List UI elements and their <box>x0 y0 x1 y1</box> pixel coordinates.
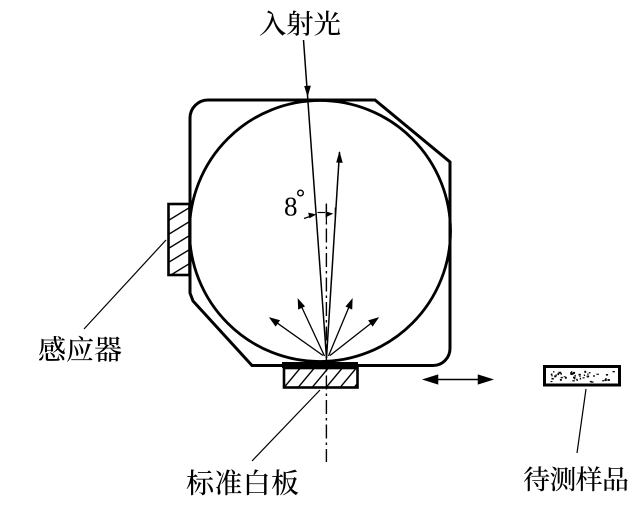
svg-text:待测样品: 待测样品 <box>523 458 629 497</box>
svg-text:8: 8 <box>284 192 298 222</box>
svg-text:入射光: 入射光 <box>259 3 341 42</box>
svg-text:标准白板: 标准白板 <box>186 462 299 502</box>
svg-text:感应器: 感应器 <box>38 329 122 369</box>
